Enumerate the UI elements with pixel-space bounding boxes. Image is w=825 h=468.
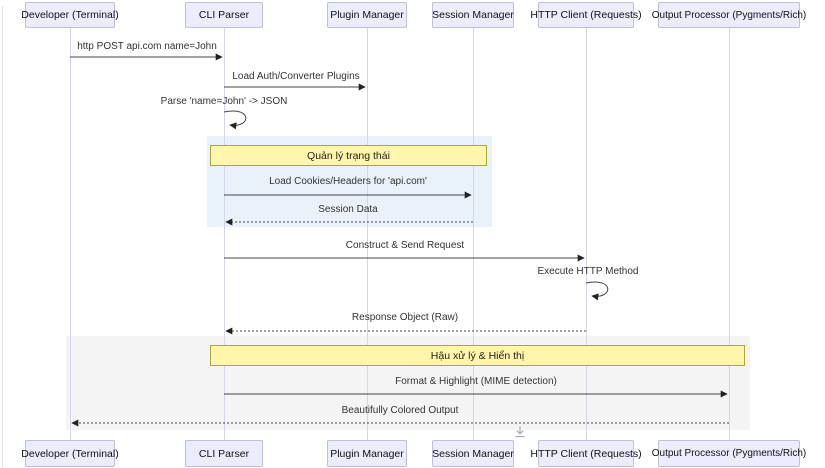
- actor-label: Session Manager: [432, 9, 514, 21]
- message-label-parse-json: Parse 'name=John' -> JSON: [160, 96, 288, 107]
- arrow-self-parse: [223, 110, 247, 130]
- actor-cli-parser-top: CLI Parser: [185, 2, 263, 28]
- message-label-construct-send: Construct & Send Request: [345, 240, 465, 251]
- lifeline-plugin-manager: [367, 28, 368, 440]
- actor-http-client-bottom: HTTP Client (Requests): [530, 440, 642, 467]
- actor-label: Session Manager: [432, 447, 514, 460]
- lifeline-cli-parser: [224, 28, 225, 440]
- message-label-session-data: Session Data: [318, 204, 378, 215]
- actor-label: HTTP Client (Requests): [530, 9, 642, 21]
- actor-cli-parser-bottom: CLI Parser: [185, 440, 263, 467]
- note-label: Quản lý trạng thái: [307, 149, 390, 162]
- message-label-response-object: Response Object (Raw): [351, 312, 459, 323]
- message-label-load-plugins: Load Auth/Converter Plugins: [232, 71, 360, 82]
- actor-label: Plugin Manager: [330, 447, 404, 460]
- actor-session-manager-bottom: Session Manager: [432, 440, 514, 467]
- actor-label: CLI Parser: [198, 9, 250, 21]
- message-label-colored-output: Beautifully Colored Output: [341, 405, 459, 416]
- lifeline-developer: [70, 28, 71, 440]
- download-icon[interactable]: [512, 424, 528, 440]
- note-label: Hậu xử lý & Hiển thị: [430, 349, 525, 362]
- lifeline-http-client: [586, 28, 587, 440]
- actor-label: Plugin Manager: [330, 9, 404, 21]
- actor-session-manager-top: Session Manager: [432, 2, 514, 28]
- actor-developer-top: Developer (Terminal): [21, 2, 119, 28]
- actor-label: HTTP Client (Requests): [530, 447, 642, 460]
- message-label-http-post: http POST api.com name=John: [77, 41, 217, 52]
- actor-label: Developer (Terminal): [21, 447, 119, 460]
- arrow-self-execute: [585, 281, 609, 301]
- pane-divider: [2, 6, 3, 468]
- note-post-processing: Hậu xử lý & Hiển thị: [210, 345, 745, 366]
- actor-output-processor-bottom: Output Processor (Pygments/Rich): [652, 440, 806, 467]
- actor-label: Developer (Terminal): [21, 9, 119, 21]
- actor-plugin-manager-top: Plugin Manager: [327, 2, 407, 28]
- note-state-management: Quản lý trạng thái: [210, 145, 487, 166]
- actor-output-processor-top: Output Processor (Pygments/Rich): [652, 2, 806, 28]
- lifeline-output-processor: [729, 28, 730, 440]
- actor-label: Output Processor (Pygments/Rich): [651, 9, 807, 21]
- actor-label: CLI Parser: [198, 447, 250, 460]
- actor-plugin-manager-bottom: Plugin Manager: [327, 440, 407, 467]
- message-label-load-cookies: Load Cookies/Headers for 'api.com': [269, 176, 427, 187]
- message-label-format-highlight: Format & Highlight (MIME detection): [395, 376, 557, 387]
- actor-http-client-top: HTTP Client (Requests): [530, 2, 642, 28]
- actor-label: Output Processor (Pygments/Rich): [651, 448, 807, 459]
- actor-developer-bottom: Developer (Terminal): [21, 440, 119, 467]
- message-label-execute-http: Execute HTTP Method: [537, 266, 639, 277]
- lifeline-session-manager: [473, 28, 474, 440]
